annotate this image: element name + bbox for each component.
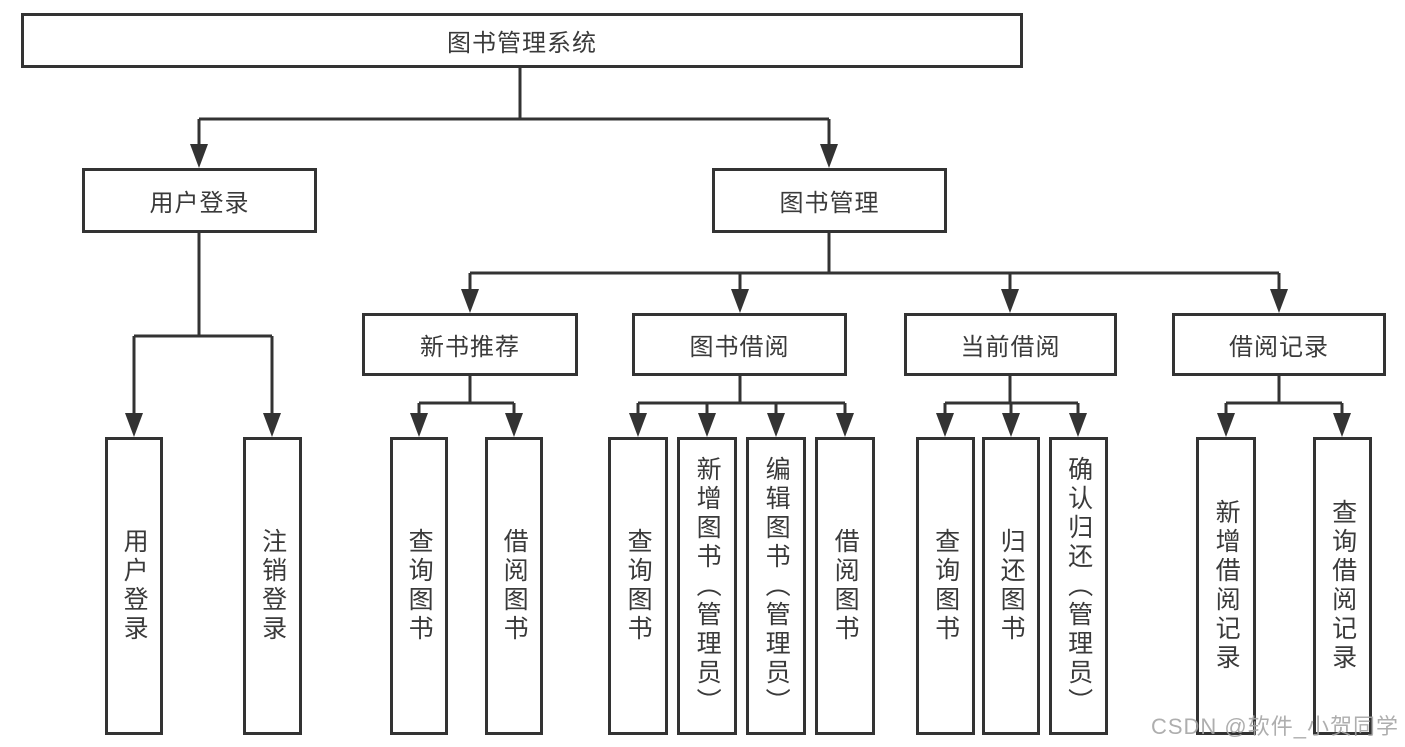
node-book-management: 图书管理 (712, 168, 947, 233)
watermark: CSDN @软件_小贺同学 (1150, 714, 1399, 739)
leaf-current-return-book: 归还图书 (982, 437, 1040, 735)
leaf-current-confirm-return-admin: 确认归还（管理员） (1049, 437, 1108, 735)
leaf-records-add-record: 新增借阅记录 (1196, 437, 1256, 735)
node-new-book-recommend: 新书推荐 (362, 313, 578, 376)
leaf-current-return-book-label: 归还图书 (997, 528, 1026, 644)
leaf-recommend-query-book: 查询图书 (390, 437, 448, 735)
leaf-borrow-edit-book-admin: 编辑图书（管理员） (746, 437, 806, 735)
leaf-borrow-query-book: 查询图书 (608, 437, 668, 735)
leaf-logout-label: 注销登录 (258, 528, 287, 644)
leaf-records-add-record-label: 新增借阅记录 (1212, 499, 1241, 673)
leaf-records-query-record: 查询借阅记录 (1313, 437, 1372, 735)
leaf-user-login: 用户登录 (105, 437, 163, 735)
node-current-borrow: 当前借阅 (904, 313, 1117, 376)
leaf-borrow-edit-book-admin-label: 编辑图书（管理员） (762, 455, 791, 717)
leaf-recommend-borrow-book: 借阅图书 (485, 437, 543, 735)
node-root: 图书管理系统 (21, 13, 1023, 68)
leaf-user-login-label: 用户登录 (120, 528, 149, 644)
leaf-recommend-borrow-book-label: 借阅图书 (500, 528, 529, 644)
leaf-logout: 注销登录 (243, 437, 302, 735)
leaf-current-confirm-return-admin-label: 确认归还（管理员） (1064, 455, 1093, 717)
leaf-borrow-add-book-admin: 新增图书（管理员） (677, 437, 737, 735)
leaf-records-query-record-label: 查询借阅记录 (1328, 499, 1357, 673)
leaf-borrow-borrow-book-label: 借阅图书 (831, 528, 860, 644)
leaf-current-query-book-label: 查询图书 (931, 528, 960, 644)
leaf-borrow-query-book-label: 查询图书 (624, 528, 653, 644)
node-user-login: 用户登录 (82, 168, 317, 233)
leaf-current-query-book: 查询图书 (916, 437, 975, 735)
leaf-borrow-add-book-admin-label: 新增图书（管理员） (693, 455, 722, 717)
leaf-borrow-borrow-book: 借阅图书 (815, 437, 875, 735)
leaf-recommend-query-book-label: 查询图书 (405, 528, 434, 644)
node-borrow-records: 借阅记录 (1172, 313, 1386, 376)
node-book-borrow: 图书借阅 (632, 313, 847, 376)
